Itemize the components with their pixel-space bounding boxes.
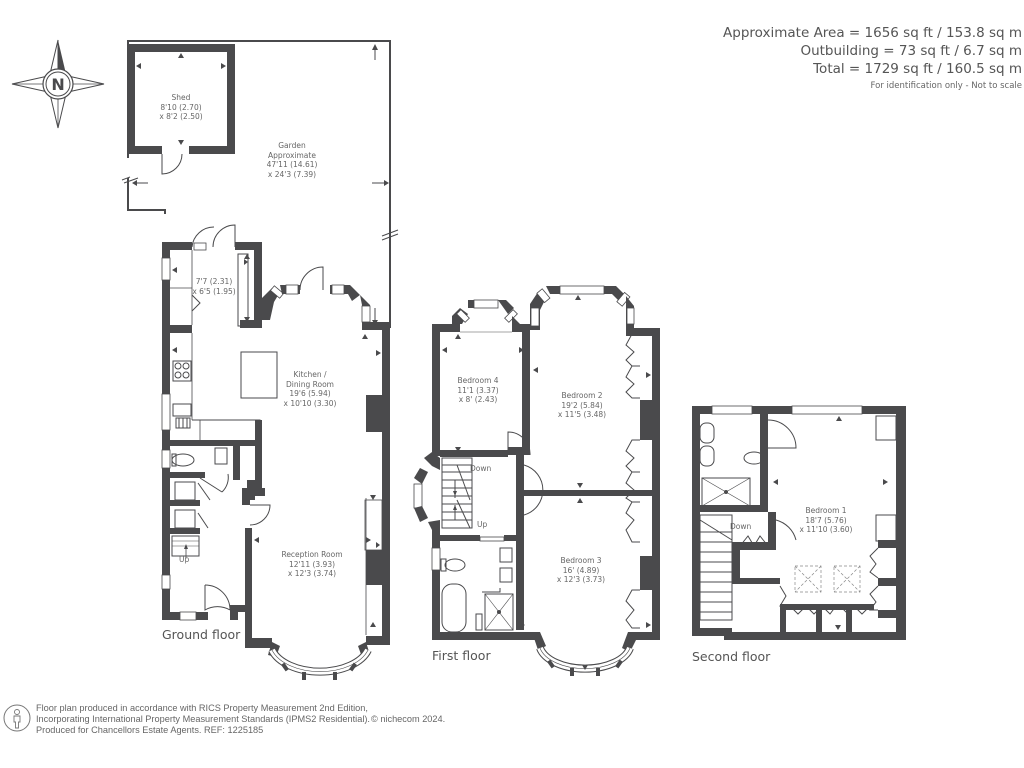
outbuilding-area: Outbuilding = 73 sq ft / 6.7 sq m [800, 43, 1022, 59]
second-floor-label: Second floor [692, 649, 771, 664]
room-label-kitchen-dining: Kitchen / Dining Room 19'6 (5.94) x 10'1… [283, 370, 337, 408]
footer-line-3: Produced for Chancellors Estate Agents. … [36, 725, 264, 735]
area-summary: Approximate Area = 1656 sq ft / 153.8 sq… [723, 24, 1022, 93]
stairs-up-label: Up [179, 555, 190, 564]
footer-copyright: © nichecom 2024. [371, 714, 446, 724]
room-label-garden: Garden Approximate 47'11 (14.61) x 24'3 … [266, 141, 318, 179]
footer-line-1: Floor plan produced in accordance with R… [36, 703, 368, 713]
total-area: Total = 1729 sq ft / 160.5 sq m [813, 61, 1022, 77]
scale-disclaimer: For identification only - Not to scale [870, 81, 1022, 91]
stairs-down-label-second: Down [730, 522, 752, 531]
first-floor-label: First floor [432, 648, 491, 663]
svg-text:N: N [51, 75, 64, 94]
footer-line-2: Incorporating International Property Mea… [36, 714, 370, 724]
ground-floor-label: Ground floor [162, 627, 241, 642]
room-label-bedroom-1: Bedroom 1 18'7 (5.76) x 11'10 (3.60) [799, 506, 853, 534]
stairs-up-label-first: Up [477, 520, 488, 529]
footer-disclaimer: Floor plan produced in accordance with R… [36, 703, 445, 736]
compass-rose-icon: N [11, 39, 105, 129]
approximate-area: Approximate Area = 1656 sq ft / 153.8 sq… [723, 25, 1022, 41]
person-icon [3, 704, 31, 732]
room-label-utility: 7'7 (2.31) x 6'5 (1.95) [192, 277, 236, 296]
room-label-shed: Shed 8'10 (2.70) x 8'2 (2.50) [159, 93, 203, 121]
first-floor-plan [413, 285, 660, 676]
room-label-bedroom-3: Bedroom 3 16' (4.89) x 12'3 (3.73) [556, 556, 606, 584]
room-label-reception: Reception Room 12'11 (3.93) x 12'3 (3.74… [281, 550, 343, 578]
room-label-bedroom-2: Bedroom 2 19'2 (5.84) x 11'5 (3.48) [557, 391, 607, 419]
room-label-bedroom-4: Bedroom 4 11'1 (3.37) x 8' (2.43) [457, 376, 499, 404]
ground-floor-plan [121, 40, 399, 680]
second-floor-plan [692, 405, 906, 640]
stairs-down-label: Down [470, 464, 492, 473]
